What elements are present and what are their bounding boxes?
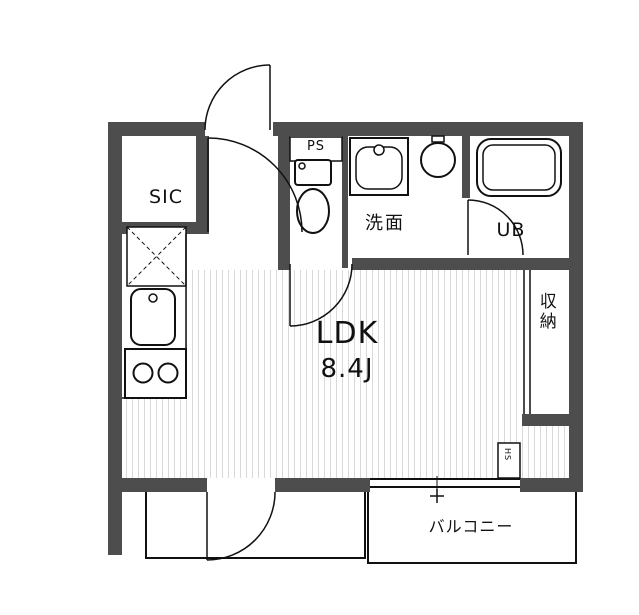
room-label-ldk: LDK bbox=[315, 316, 379, 351]
closet-sliding-door bbox=[523, 270, 531, 414]
walls bbox=[108, 122, 583, 555]
room-label-washroom: 洗面 bbox=[365, 213, 405, 234]
hall-door-arc bbox=[207, 137, 303, 233]
ub-door-arc bbox=[467, 199, 524, 256]
sink-icon bbox=[130, 288, 176, 346]
fridge-space-icon bbox=[126, 226, 187, 287]
entrance-door-arc bbox=[204, 64, 271, 131]
toilet-icon bbox=[294, 159, 332, 234]
ps-box bbox=[289, 136, 343, 162]
balcony-outline bbox=[367, 492, 577, 564]
room-label-sic: SIC bbox=[149, 186, 183, 208]
washbasin-icon bbox=[349, 137, 409, 196]
room-label-ps: PS bbox=[306, 139, 326, 154]
room-label-hs: HS bbox=[502, 448, 512, 462]
porch-door-arc bbox=[206, 491, 276, 561]
washing-machine-icon bbox=[420, 135, 456, 178]
porch-outline bbox=[145, 492, 366, 559]
room-label-closet: 収納 bbox=[535, 292, 556, 332]
room-label-balcony: バルコニー bbox=[428, 517, 514, 536]
stove-icon bbox=[124, 348, 187, 399]
bathtub-icon bbox=[476, 138, 562, 197]
balcony-window bbox=[370, 476, 520, 503]
washroom-door-arc bbox=[289, 263, 353, 327]
floor-stripes bbox=[122, 270, 569, 478]
room-label-ldk-size: 8.4J bbox=[320, 354, 374, 384]
room-label-unit-bath: UB bbox=[496, 219, 526, 241]
